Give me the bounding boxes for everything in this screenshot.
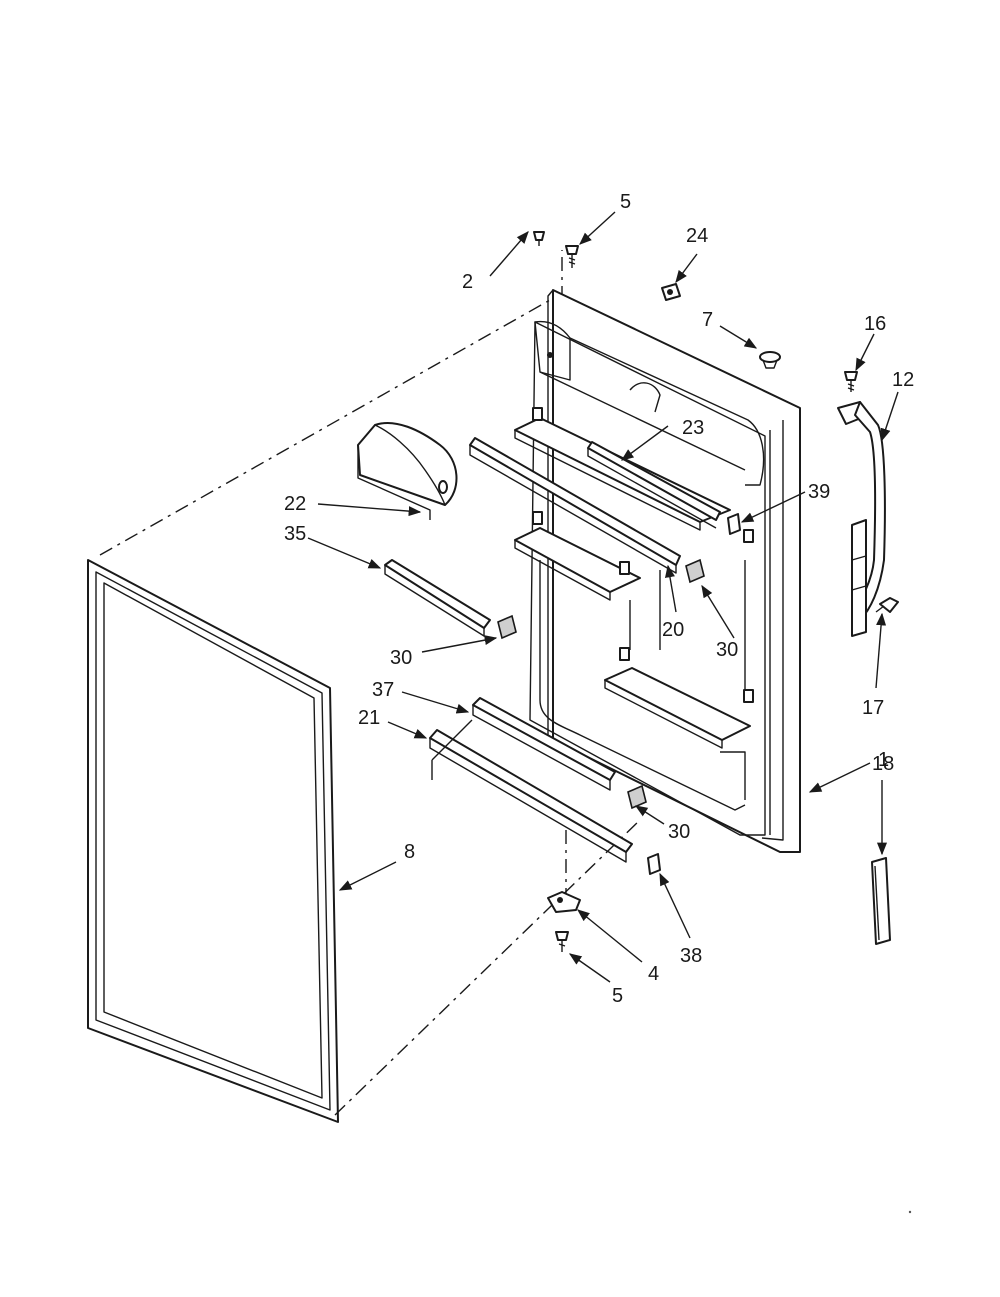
callout-30-right: 30: [716, 639, 738, 661]
alignment-lines: [99, 250, 641, 1116]
callout-30-left: 30: [390, 647, 412, 669]
callout-24: 24: [686, 225, 708, 247]
callout-5-top: 5: [620, 191, 631, 213]
callout-35: 35: [284, 523, 306, 545]
callout-23: 23: [682, 417, 704, 439]
callout-22: 22: [284, 493, 306, 515]
callout-17: 17: [862, 697, 884, 719]
callout-16: 16: [864, 313, 886, 335]
bottom-hinge: [547, 891, 581, 952]
top-hardware: [533, 231, 781, 369]
callout-21: 21: [358, 707, 380, 729]
leader-lines: [307, 211, 899, 983]
handle-assembly: [837, 371, 899, 637]
callout-1: 1: [878, 749, 889, 771]
callout-12: 12: [892, 369, 914, 391]
shelf-trims: [384, 437, 721, 863]
callout-2: 2: [462, 271, 473, 293]
callout-5-bottom: 5: [612, 985, 623, 1007]
callout-30-bottom: 30: [668, 821, 690, 843]
stray-mark: [908, 1210, 912, 1214]
callout-39: 39: [808, 481, 830, 503]
door-assembly: [514, 289, 801, 853]
bin-clips: [497, 513, 741, 875]
handle-trim: [871, 857, 891, 945]
callout-labels: 5 24 2 7 16 12 23 39 22 35 20 30 30 17 3…: [284, 191, 914, 1007]
callout-37: 37: [372, 679, 394, 701]
callout-38: 38: [680, 945, 702, 967]
callout-8: 8: [404, 841, 415, 863]
callout-7: 7: [702, 309, 713, 331]
callout-4: 4: [648, 963, 659, 985]
door-gasket: [87, 559, 339, 1123]
callout-20: 20: [662, 619, 684, 641]
dairy-door: [357, 421, 458, 520]
callout-18: 18: [872, 753, 894, 775]
